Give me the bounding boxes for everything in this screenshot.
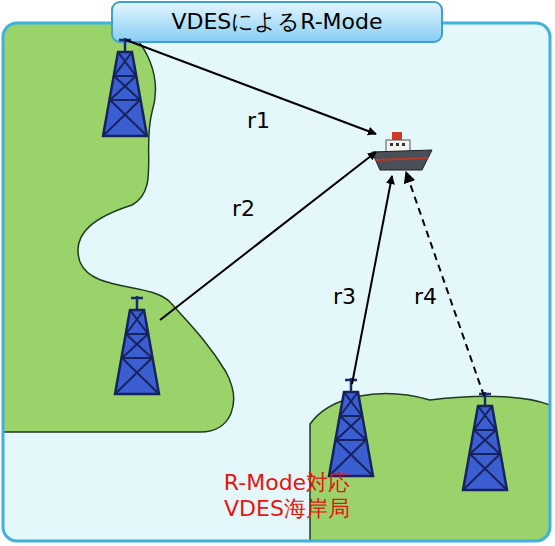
panel-border bbox=[3, 23, 550, 541]
tower-3 bbox=[329, 378, 373, 476]
title-tab bbox=[112, 2, 442, 42]
range-line-r4 bbox=[406, 172, 484, 396]
range-label: r2 bbox=[232, 196, 255, 222]
tower-4 bbox=[463, 392, 507, 490]
station-note: R-Mode対応 VDES海岸局 bbox=[207, 470, 367, 523]
range-line-r2 bbox=[160, 152, 376, 320]
land-left bbox=[3, 23, 234, 432]
tower-1 bbox=[103, 38, 147, 136]
tower-2 bbox=[115, 296, 159, 394]
range-label: r1 bbox=[247, 108, 270, 134]
range-line-r1 bbox=[126, 40, 376, 134]
ship-icon bbox=[372, 132, 432, 170]
range-label: r3 bbox=[333, 284, 356, 310]
range-line-r3 bbox=[352, 176, 392, 384]
range-label: r4 bbox=[414, 284, 437, 310]
title-text: VDESによるR-Mode bbox=[171, 9, 382, 35]
